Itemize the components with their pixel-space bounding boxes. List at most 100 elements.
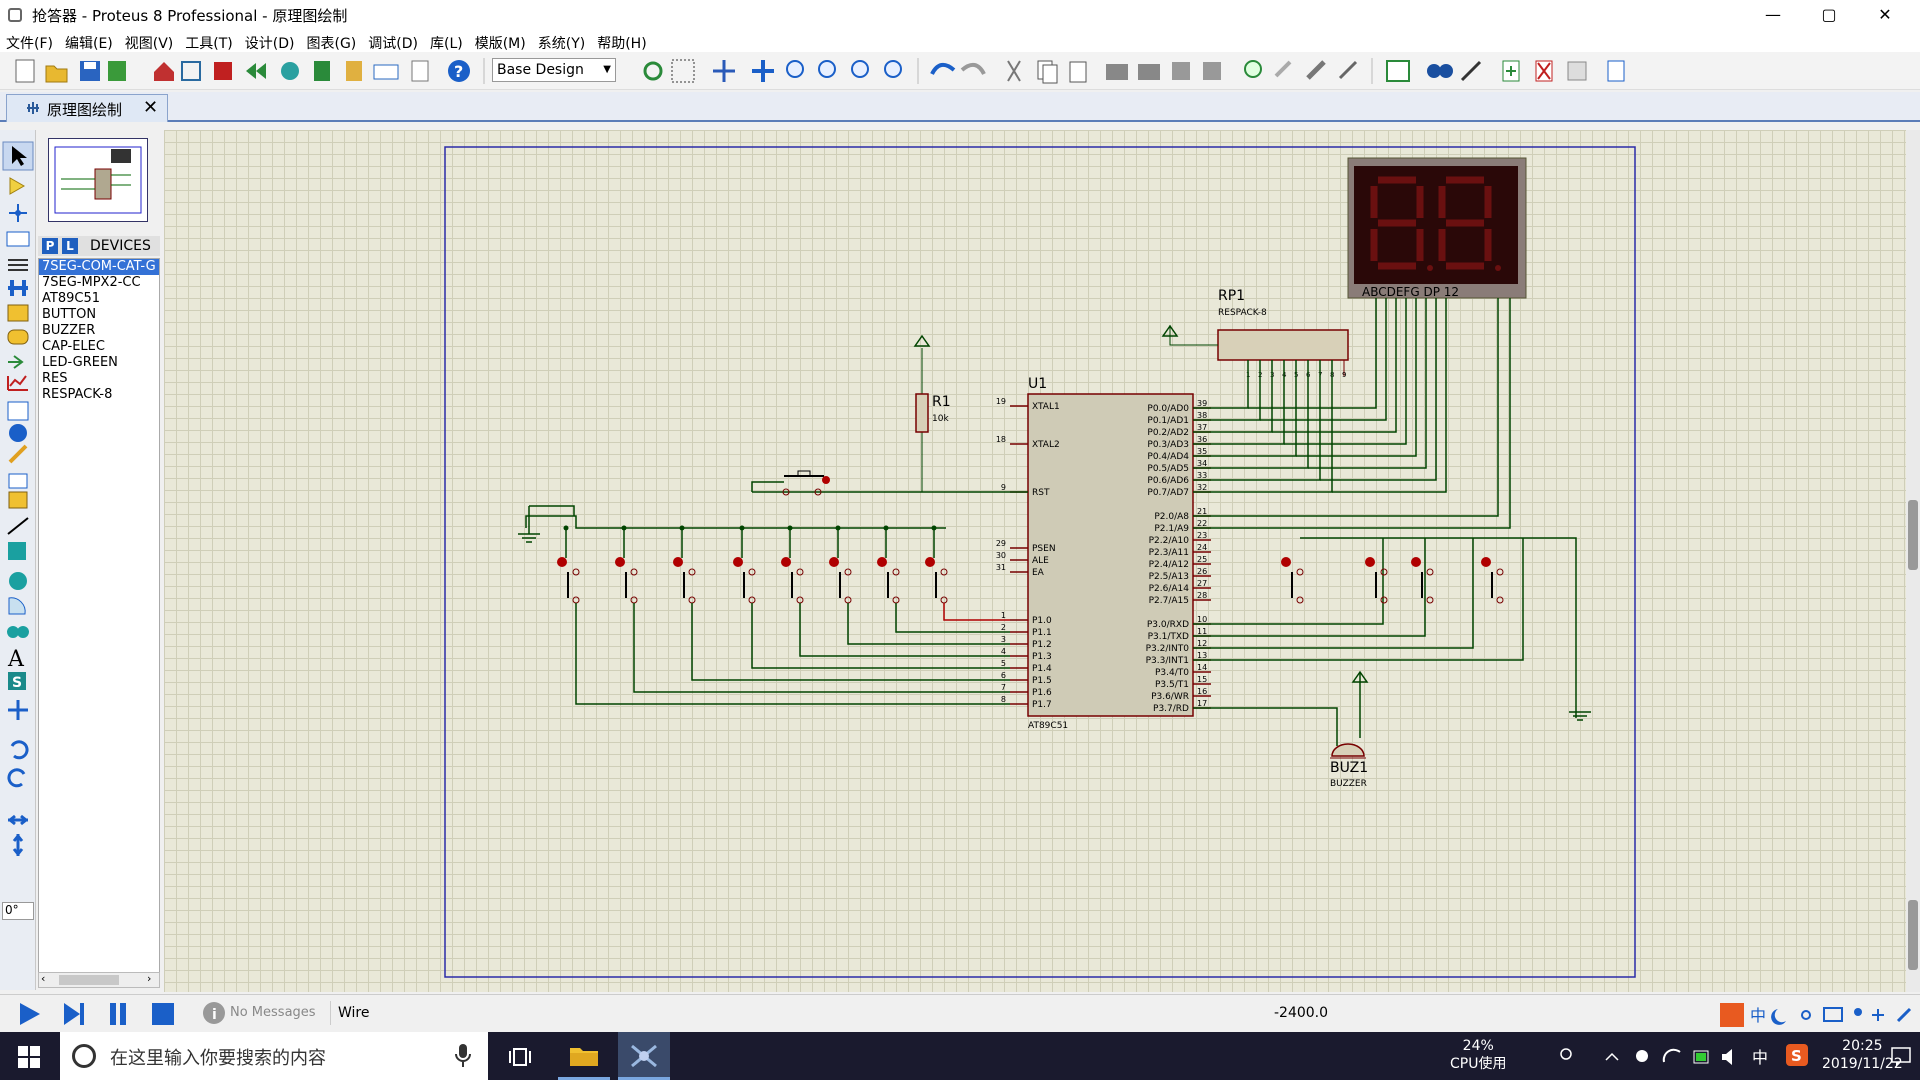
menu-library[interactable]: 库(L) — [429, 36, 463, 52]
push-button[interactable] — [877, 528, 1010, 633]
push-button[interactable] — [673, 528, 1010, 681]
push-button[interactable] — [615, 528, 1010, 693]
menu-view[interactable]: 视图(V) — [124, 36, 174, 52]
menu-edit[interactable]: 编辑(E) — [64, 36, 113, 52]
push-button[interactable] — [781, 528, 1010, 657]
device-list-item[interactable]: BUTTON — [42, 307, 97, 322]
push-button[interactable] — [1411, 557, 1434, 604]
canvas-scroll-thumb[interactable] — [1908, 500, 1918, 570]
canvas-scrollbar[interactable] — [1906, 130, 1920, 992]
device-list-item[interactable]: 7SEG-COM-CAT-G — [39, 259, 159, 275]
seven-segment-display[interactable]: ABCDEFG DP 12 — [1347, 157, 1527, 299]
u1-pin-name: P0.0/AD0 — [1147, 404, 1189, 414]
push-button[interactable] — [557, 528, 1010, 705]
push-button[interactable] — [925, 528, 1010, 621]
device-list-item[interactable]: RES — [42, 371, 68, 386]
reset-button[interactable] — [782, 470, 830, 496]
library-manager-button[interactable]: L — [62, 238, 78, 254]
design-variant-select[interactable]: Base Design ▼ — [492, 58, 616, 82]
sheet-border — [444, 146, 1636, 978]
menu-bar: 文件(F) 编辑(E) 视图(V) 工具(T) 设计(D) 图表(G) 调试(D) 库(L) 模… — [0, 30, 1920, 52]
device-list-item[interactable]: RESPACK-8 — [42, 387, 113, 402]
task-view-icon[interactable] — [508, 1046, 532, 1068]
u1-pin-name: P3.4/T0 — [1155, 668, 1189, 678]
toolbar-icons: ? — [15, 58, 1625, 84]
push-button[interactable] — [733, 528, 1010, 669]
scroll-right-icon[interactable]: › — [147, 972, 152, 985]
info-icon: i — [203, 1002, 225, 1024]
help-icon: ? — [448, 60, 470, 82]
menu-design[interactable]: 设计(D) — [244, 36, 295, 52]
u1-pin-number: 14 — [1197, 663, 1207, 672]
origin-icon — [713, 60, 735, 82]
rotation-angle-input[interactable]: 0° — [2, 902, 34, 920]
zoom-all-icon — [851, 60, 869, 78]
taskbar-clock[interactable]: 20:25 2019/11/22 — [1822, 1037, 1903, 1073]
resistor-r1[interactable]: R1 10k — [913, 334, 951, 492]
notification-icon[interactable] — [1890, 1046, 1914, 1068]
push-button[interactable] — [829, 528, 1010, 645]
menu-template[interactable]: 模版(M) — [474, 36, 526, 52]
u1-part: AT89C51 — [1028, 721, 1068, 731]
u1-pin-number: 37 — [1197, 423, 1207, 432]
canvas-scroll-thumb-lower[interactable] — [1908, 900, 1918, 970]
schematic-canvas[interactable] — [164, 130, 1906, 992]
menu-help[interactable]: 帮助(H) — [597, 36, 647, 52]
cut-icon — [1007, 60, 1021, 82]
u1-pin-number: 7 — [1001, 683, 1006, 692]
maximize-button[interactable]: ▢ — [1821, 5, 1837, 24]
push-button[interactable] — [1365, 557, 1388, 604]
buzzer-buz1[interactable]: BUZ1 BUZZER — [1330, 743, 1368, 789]
buz1-part: BUZZER — [1330, 779, 1367, 789]
u1-pin-name: P1.4 — [1032, 664, 1052, 674]
device-list-item[interactable]: 7SEG-MPX2-CC — [42, 275, 141, 290]
overview-preview[interactable] — [48, 138, 148, 222]
zoom-out-icon — [818, 60, 836, 78]
u1-pin-number: 29 — [996, 539, 1006, 548]
minimize-button[interactable]: — — [1765, 5, 1781, 24]
sogou-ime-icon[interactable]: S — [1786, 1044, 1808, 1066]
menu-debug[interactable]: 调试(D) — [368, 36, 418, 52]
u1-pin-name: RST — [1032, 488, 1050, 498]
file-explorer-taskbar-button[interactable] — [558, 1032, 610, 1080]
u1-pin-number: 5 — [1001, 659, 1006, 668]
close-button[interactable]: ✕ — [1878, 5, 1892, 24]
device-list-item[interactable]: AT89C51 — [42, 291, 100, 306]
u1-pin-name: XTAL2 — [1032, 440, 1060, 450]
device-list-item[interactable]: LED-GREEN — [42, 355, 118, 370]
device-list-scrollbar[interactable]: ‹ › — [38, 972, 160, 988]
device-list-item[interactable]: CAP-ELEC — [42, 339, 105, 354]
device-list-item[interactable]: BUZZER — [42, 323, 96, 338]
block-copy-icon — [1106, 64, 1128, 80]
taskbar-search[interactable]: 在这里输入你要搜索的内容 — [60, 1032, 488, 1080]
messages-status[interactable]: No Messages — [230, 1005, 316, 1020]
proteus-taskbar-button[interactable] — [618, 1032, 670, 1080]
menu-system[interactable]: 系统(Y) — [537, 36, 586, 52]
menu-graph[interactable]: 图表(G) — [306, 36, 357, 52]
u1-pin-number: 39 — [1197, 399, 1207, 408]
stop-icon — [152, 1003, 174, 1025]
close-tab-icon[interactable]: ✕ — [143, 97, 159, 118]
scroll-thumb[interactable] — [59, 975, 119, 985]
component-mode-icon — [9, 177, 26, 195]
block-delete-icon — [1203, 62, 1221, 80]
microphone-icon[interactable] — [455, 1044, 471, 1068]
text-2d-icon: A — [7, 647, 25, 672]
microcontroller-u1[interactable]: U1 AT89C51 19XTAL118XTAL29RST29PSEN30ALE… — [996, 376, 1211, 731]
menu-file[interactable]: 文件(F) — [6, 36, 53, 52]
ime-indicator[interactable]: 中 — [1752, 1048, 1769, 1067]
scroll-left-icon[interactable]: ‹ — [41, 972, 46, 985]
windows-start-icon[interactable] — [18, 1046, 40, 1068]
pan-icon — [752, 60, 774, 82]
u1-pin-number: 35 — [1197, 447, 1207, 456]
undo-icon — [930, 62, 956, 75]
tab-schematic[interactable]: 原理图绘制 ✕ — [6, 94, 168, 122]
cpu-usage-widget[interactable]: 24% CPU使用 — [1450, 1037, 1506, 1073]
menu-tools[interactable]: 工具(T) — [185, 36, 233, 52]
push-button[interactable] — [1481, 557, 1504, 604]
junction-dot — [563, 525, 569, 531]
push-button[interactable] — [1281, 557, 1304, 604]
u1-pin-number: 13 — [1197, 651, 1207, 660]
u1-pin-number: 4 — [1001, 647, 1006, 656]
pick-devices-button[interactable]: P — [42, 238, 58, 254]
